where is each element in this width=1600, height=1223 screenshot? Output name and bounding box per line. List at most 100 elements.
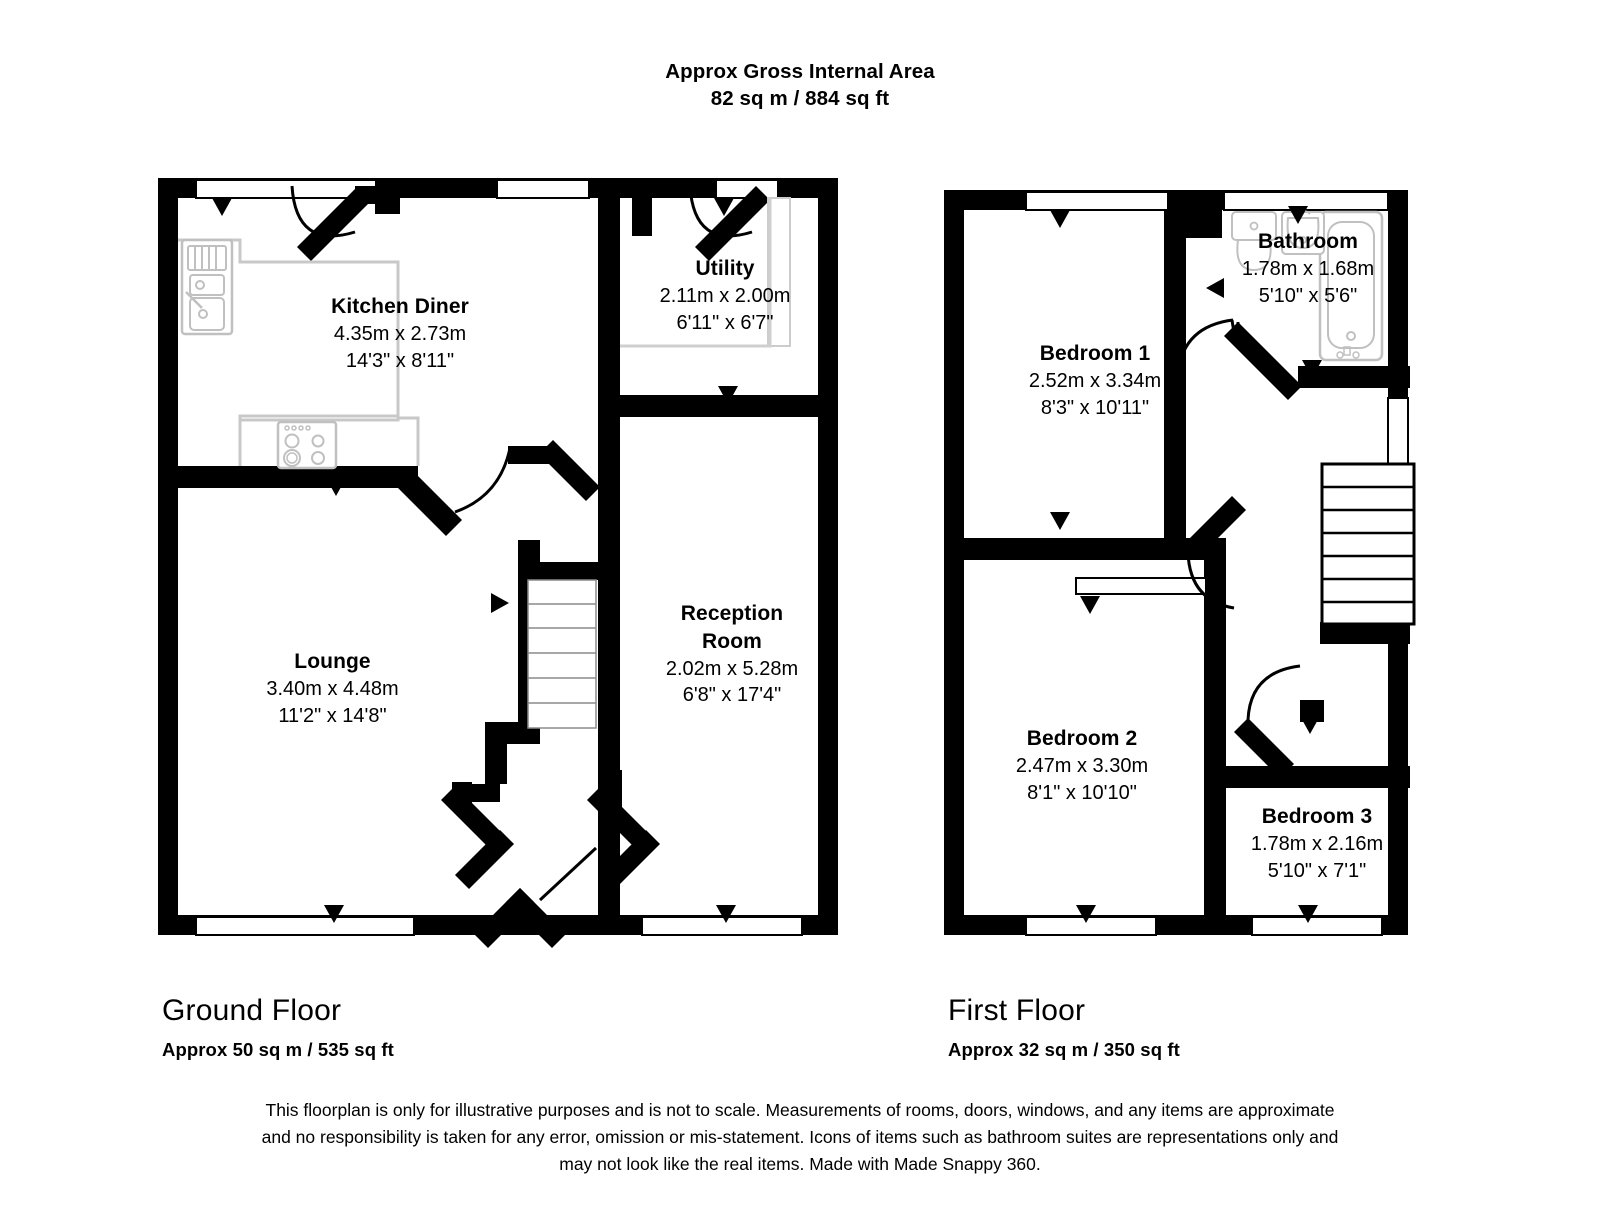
room-dim-metric-bathroom: 1.78m x 1.68m (1241, 257, 1375, 280)
staircase-icon-ground (527, 579, 597, 729)
room-label-bedroom-3: Bedroom 3 1.78m x 2.16m 5'10" x 7'1" (1228, 803, 1406, 884)
arrow-left-bedroom1 (946, 375, 964, 395)
wall-utility-reception (620, 395, 838, 417)
counter-path-d (398, 416, 420, 466)
wall-kitchen-angle (392, 466, 462, 536)
utility-outline (620, 198, 772, 348)
wall-stair-top (518, 562, 602, 580)
room-dim-imperial-lounge: 11'2" x 14'8" (278, 704, 387, 727)
window-kitchen-top-2 (496, 179, 590, 199)
arrow-down-bedroom1-bottom (1050, 512, 1070, 530)
room-dim-metric-bedroom-1: 2.52m x 3.34m (1028, 369, 1162, 392)
arrow-right-lounge (491, 593, 509, 613)
room-dim-imperial-bedroom-2: 8'1" x 10'10" (1027, 781, 1137, 804)
arrow-down-bedroom1-top (1050, 210, 1070, 228)
room-name-bathroom: Bathroom (1258, 230, 1358, 253)
room-dim-metric-kitchen-diner: 4.35m x 2.73m (333, 322, 467, 345)
arrow-down-bedroom3 (1298, 905, 1318, 923)
room-dim-metric-utility: 2.11m x 2.00m (659, 284, 791, 307)
window-bedroom3-bottom (1251, 916, 1383, 936)
wall-stairwell-bottom (1320, 622, 1410, 644)
arrow-right-bedroom1 (1164, 375, 1182, 395)
wall-entry-stub-b (600, 770, 622, 810)
wall-bedroom1-angle (1186, 496, 1246, 556)
door-leaf-kitchen (297, 186, 372, 261)
gross-internal-area-header: Approx Gross Internal Area 82 sq m / 884… (0, 58, 1600, 113)
arrow-up-utility-bottom (718, 386, 738, 404)
arrow-right-bedroom3 (1388, 810, 1406, 830)
room-label-kitchen-diner: Kitchen Diner 4.35m x 2.73m 14'3" x 8'11… (255, 293, 545, 374)
room-dim-imperial-reception-room: 6'8" x 17'4" (682, 684, 782, 707)
arrow-down-bathroom-top (1288, 206, 1308, 224)
door-arc-entry (538, 846, 598, 902)
disclaimer-line-3: may not look like the real items. Made w… (559, 1154, 1041, 1175)
wall-bedroom3-top (1226, 766, 1410, 788)
window-landing-mid (1075, 577, 1207, 595)
arrow-right-kitchen (598, 390, 616, 410)
wall-entry-diag-6 (474, 888, 534, 948)
ground-floor-title-block: Ground Floor Approx 50 sq m / 535 sq ft (162, 994, 394, 1061)
kitchen-counter-outline (178, 238, 420, 466)
wall-entry-stub-a (452, 782, 472, 806)
wall-entry-diag-2 (455, 830, 514, 889)
sink-icon (180, 238, 234, 336)
disclaimer-line-1: This floorplan is only for illustrative … (265, 1100, 1335, 1120)
door-arc-bedroom3 (1246, 664, 1301, 721)
door-arc-kitchen-front (290, 185, 356, 238)
door-arc-kitchen-hall (454, 447, 512, 514)
room-name-utility: Utility (695, 257, 755, 280)
room-dim-imperial-bedroom-3: 5'10" x 7'1" (1267, 859, 1367, 882)
first-floor-doors (1176, 318, 1301, 721)
arrow-left-bedroom3 (1208, 810, 1226, 830)
arrow-down-bedroom2 (1076, 905, 1096, 923)
arrow-down-bathroom-bottom (1302, 360, 1322, 378)
window-lounge-bottom (195, 916, 415, 936)
room-name-reception-room-line2: Room (702, 629, 762, 653)
window-bedroom2-bottom (1025, 916, 1157, 936)
door-arc-bathroom-a (1230, 319, 1240, 342)
wall-lounge-hall-step-v (485, 722, 507, 784)
ground-floor-doors (290, 185, 753, 902)
ground-floor-area: Approx 50 sq m / 535 sq ft (162, 1039, 394, 1060)
arrow-down-lounge (324, 905, 344, 923)
wall-hall-right (598, 490, 620, 786)
basin-icon (1281, 210, 1325, 255)
utility-cupboard (767, 197, 791, 347)
room-label-bedroom-1: Bedroom 1 2.52m x 3.34m 8'3" x 10'11" (975, 340, 1215, 421)
window-bedroom1-top (1025, 191, 1169, 211)
window-landing-right (1387, 397, 1409, 469)
room-dim-metric-lounge: 3.40m x 4.48m (266, 677, 399, 700)
room-dim-metric-reception-room: 2.02m x 5.28m (665, 657, 799, 680)
room-dim-imperial-bedroom-1: 8'3" x 10'11" (1040, 396, 1150, 419)
door-leaf-kitchen-hall-b (539, 440, 600, 501)
room-label-reception-room: Reception Room 2.02m x 5.28m 6'8" x 17'4… (617, 600, 847, 709)
room-dim-imperial-bathroom: 5'10" x 5'6" (1258, 284, 1358, 307)
arrow-right-bathroom (1388, 278, 1406, 298)
room-name-bedroom-3: Bedroom 3 (1261, 805, 1373, 828)
ground-floor-title: Ground Floor (162, 994, 342, 1027)
door-arc-bathroom (1176, 318, 1234, 373)
wall-hall-left-upper (598, 198, 620, 490)
room-dim-imperial-utility: 6'11" x 6'7" (676, 311, 774, 334)
wall-kitchen-lounge (158, 466, 418, 488)
arrow-down-utility-top (714, 198, 734, 216)
first-floor-windows (1025, 191, 1389, 936)
wall-bedroom1-bedroom2 (944, 538, 1226, 560)
ground-floor-plan (158, 178, 838, 948)
arrow-right-bedroom2 (1204, 780, 1222, 800)
window-bathroom-top (1223, 191, 1389, 211)
arrow-up-landing (1080, 596, 1100, 614)
ground-floor-dimension-arrows (160, 198, 738, 923)
door-arc-utility-front (688, 185, 753, 238)
wall-entry-diag-4 (601, 830, 660, 889)
arrow-left-bedroom2 (946, 780, 964, 800)
arrow-up-bedroom3 (1300, 716, 1320, 734)
room-dim-metric-bedroom-2: 2.47m x 3.30m (1015, 754, 1149, 777)
first-floor-title: First Floor (948, 994, 1086, 1027)
door-arc-bedroom1 (1186, 543, 1235, 610)
wall-bedroom3-angle (1234, 718, 1294, 778)
window-reception-bottom (641, 916, 803, 936)
room-name-reception-room-line1: Reception (680, 602, 784, 625)
wall-landing-bedroom2 (1204, 556, 1226, 916)
